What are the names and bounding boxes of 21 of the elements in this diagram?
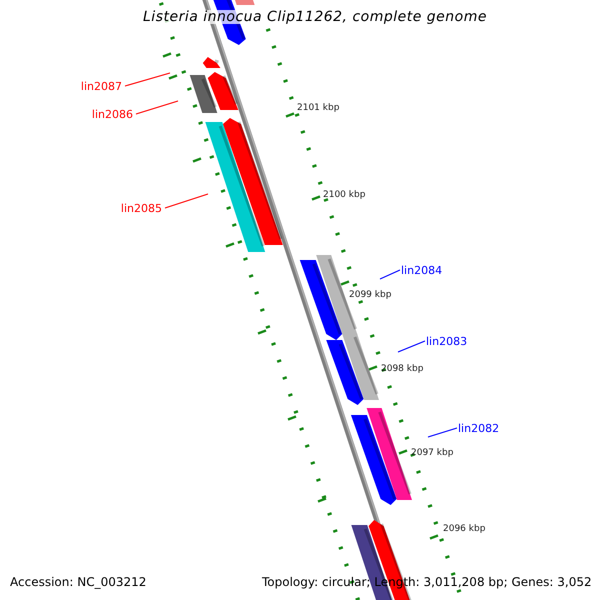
gene-label: lin2086 bbox=[92, 108, 133, 120]
leader-line bbox=[164, 194, 208, 208]
leader-line bbox=[124, 72, 170, 86]
genome-info-text: Topology: circular; Length: 3,011,208 bp; Genes: 3,052 bbox=[262, 576, 592, 588]
scale-label: 2101 kbp bbox=[297, 104, 340, 112]
gene-label: lin2087 bbox=[80, 80, 122, 92]
gene-label: lin2084 bbox=[401, 264, 442, 276]
gene-label: lin2085 bbox=[120, 202, 162, 214]
gene-label: lin2082 bbox=[458, 422, 500, 434]
leader-line bbox=[136, 100, 178, 114]
scale-label: 2099 kbp bbox=[349, 290, 392, 300]
leader-line bbox=[398, 340, 426, 352]
gene-label: lin2083 bbox=[426, 336, 468, 346]
accession-text: Accession: NC_003212 bbox=[10, 576, 146, 588]
leader-line bbox=[428, 428, 458, 438]
scale-label: 2097 kbp bbox=[411, 448, 454, 458]
leader-line bbox=[380, 270, 400, 280]
scale-label: 2100 kbp bbox=[323, 190, 366, 200]
title: Listeria innocua Clip11262, complete genome bbox=[143, 10, 487, 24]
scale-label: 2098 kbp bbox=[381, 364, 424, 374]
scale-label: 2096 kbp bbox=[443, 524, 486, 534]
